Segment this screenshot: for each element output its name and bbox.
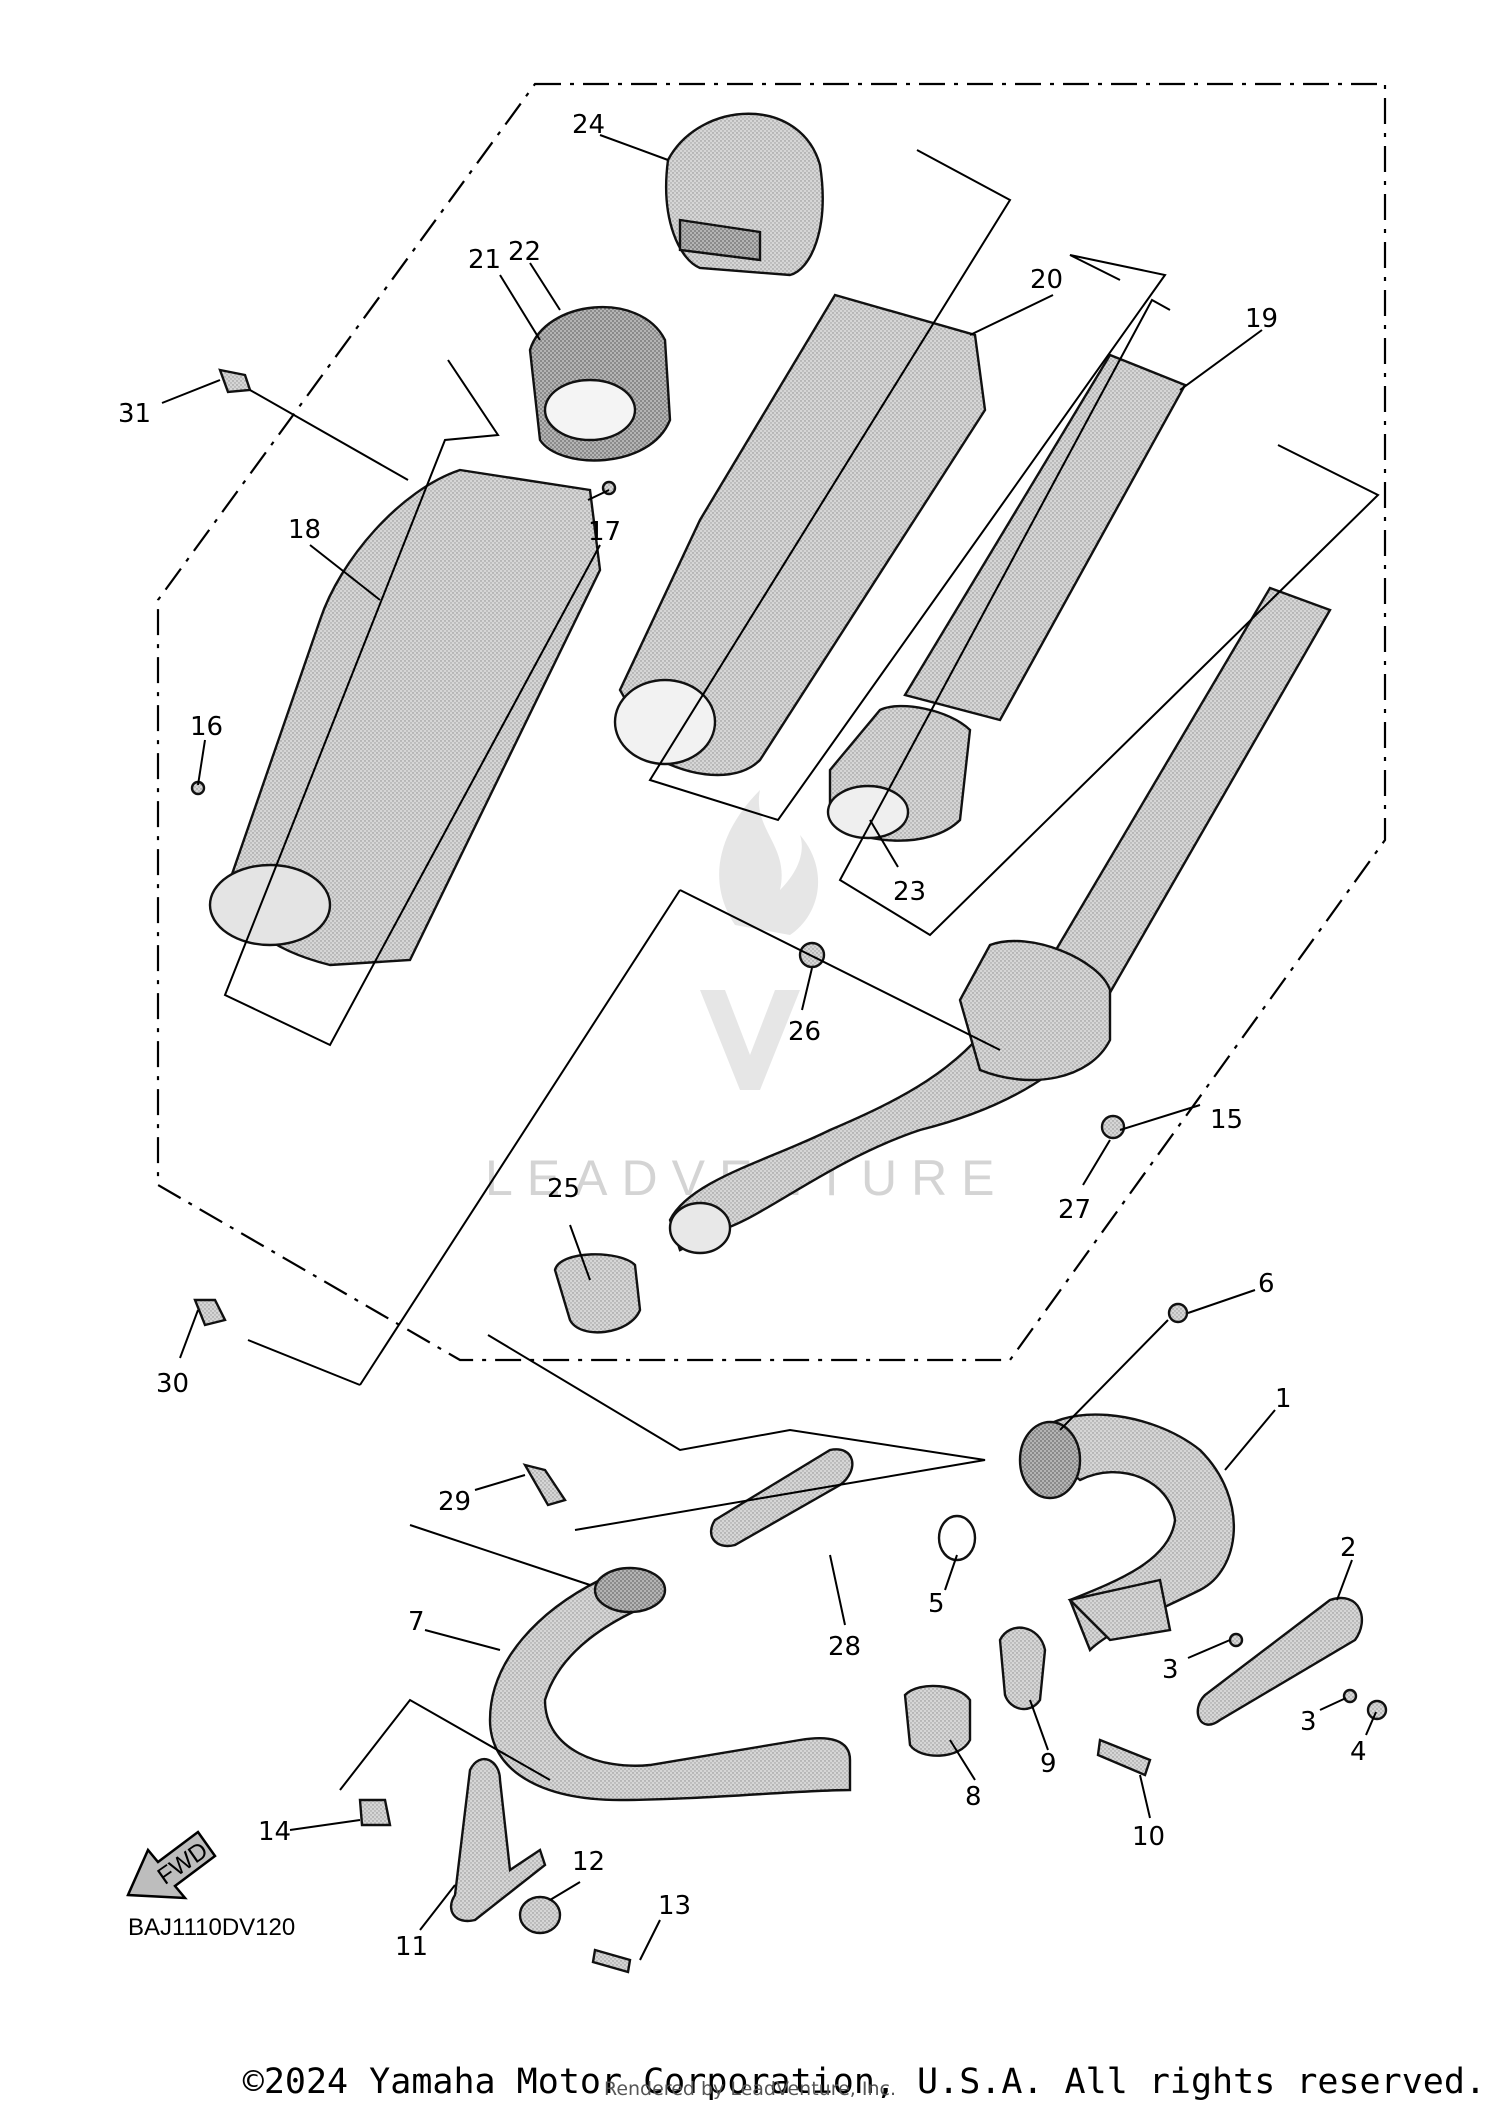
nut-27-shape [1100, 1114, 1126, 1140]
callout-6: 6 [1258, 1269, 1275, 1299]
callout-12: 12 [572, 1847, 605, 1877]
gasket-shape [937, 1514, 977, 1562]
clamp-shape [709, 1448, 854, 1548]
copyright-notice: ©2024 Yamaha Motor Corporation, U.S.A. A… [242, 2062, 1486, 2102]
callout-20: 20 [1030, 265, 1063, 295]
callout-9: 9 [1040, 1749, 1057, 1779]
callout-23: 23 [893, 877, 926, 907]
callout-13: 13 [658, 1891, 691, 1921]
callout-14: 14 [258, 1817, 291, 1847]
callout-21: 21 [468, 245, 501, 275]
callout-26: 26 [788, 1017, 821, 1047]
callout-10: 10 [1132, 1822, 1165, 1852]
washer-3a-shape [1228, 1632, 1244, 1648]
exhaust-pipe-2-shape [488, 1578, 852, 1802]
nut-4-shape [1366, 1699, 1388, 1721]
drawing-code: BAJ1110DV120 [128, 1914, 295, 1941]
watermark: LEADVENTURE [485, 790, 995, 1206]
muffler-assembly-boundary [156, 82, 1387, 1362]
bolt-30-shape [193, 1298, 227, 1327]
callout-1: 1 [1275, 1384, 1292, 1414]
callout-29: 29 [438, 1487, 471, 1517]
callouts: 1 2 3 3 4 5 6 7 8 9 10 11 12 13 14 15 16… [118, 110, 1367, 1962]
callout-31: 31 [118, 399, 151, 429]
callout-3b: 3 [1300, 1707, 1317, 1737]
bolt-29-shape [522, 1463, 567, 1507]
bracket-shape [1196, 1596, 1364, 1726]
pipe-clamp-shape [998, 1626, 1047, 1711]
bolt-13-shape [591, 1948, 632, 1974]
callout-17: 17 [588, 517, 621, 547]
callout-22: 22 [508, 237, 541, 267]
callout-24: 24 [572, 110, 605, 140]
callout-4: 4 [1350, 1737, 1367, 1767]
hanger-shape [449, 1758, 547, 1923]
nut-6-shape [1167, 1302, 1189, 1324]
callout-11: 11 [395, 1932, 428, 1962]
damper-shape [518, 1895, 562, 1935]
callout-2: 2 [1340, 1533, 1357, 1563]
leader-lines [161, 134, 1377, 1961]
callout-27: 27 [1058, 1195, 1091, 1225]
callout-5: 5 [928, 1589, 945, 1619]
callout-28: 28 [828, 1632, 861, 1662]
rendered-by-credit: Rendered by LeadVenture, Inc. [603, 2078, 897, 2100]
callout-15: 15 [1210, 1105, 1243, 1135]
callout-7: 7 [408, 1607, 425, 1637]
bolt-10-shape [1096, 1738, 1152, 1777]
callout-30: 30 [156, 1369, 189, 1399]
bolt-31-shape [218, 368, 252, 394]
bolt-14-shape [358, 1798, 392, 1827]
callout-16: 16 [190, 712, 223, 742]
callout-25: 25 [547, 1174, 580, 1204]
collar-shape [903, 1684, 972, 1757]
callout-18: 18 [288, 515, 321, 545]
part-shapes [190, 112, 1388, 1974]
grommet-shape [553, 1253, 642, 1334]
callout-8: 8 [965, 1782, 982, 1812]
callout-3a: 3 [1162, 1655, 1179, 1685]
washer-3b-shape [1342, 1688, 1358, 1704]
bracket-outlines [223, 149, 1380, 1791]
fwd-arrow-icon: FWD [126, 1830, 217, 1900]
callout-19: 19 [1245, 304, 1278, 334]
